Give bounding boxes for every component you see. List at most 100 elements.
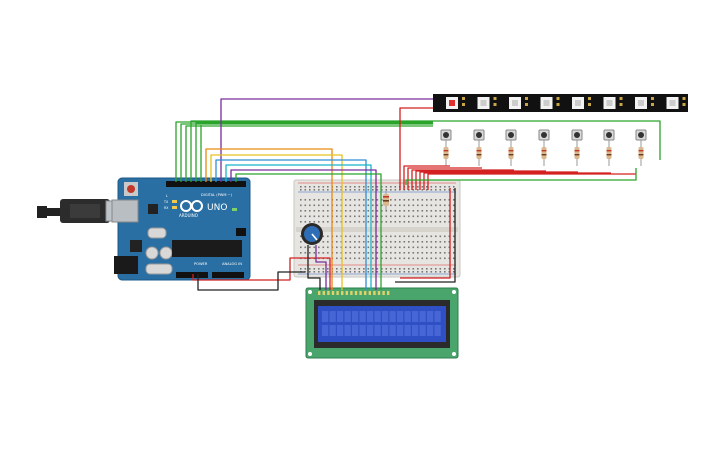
breadboard-hole[interactable]: [309, 246, 311, 249]
breadboard-hole[interactable]: [363, 246, 365, 249]
breadboard-hole[interactable]: [336, 199, 338, 201]
breadboard-hole[interactable]: [349, 186, 352, 188]
breadboard-hole[interactable]: [444, 189, 446, 191]
breadboard-hole[interactable]: [376, 204, 379, 207]
breadboard-hole[interactable]: [358, 252, 361, 254]
breadboard-hole[interactable]: [444, 241, 446, 243]
lcd-pin[interactable]: [331, 291, 335, 295]
breadboard-hole[interactable]: [403, 210, 406, 212]
breadboard-hole[interactable]: [408, 268, 410, 270]
breadboard-hole[interactable]: [412, 235, 415, 238]
breadboard-hole[interactable]: [327, 199, 329, 201]
breadboard-hole[interactable]: [412, 204, 415, 207]
breadboard-hole[interactable]: [363, 221, 365, 223]
breadboard-hole[interactable]: [444, 199, 446, 201]
breadboard-hole[interactable]: [309, 215, 311, 218]
lcd-pin[interactable]: [336, 291, 339, 295]
breadboard-hole[interactable]: [390, 210, 392, 212]
breadboard-hole[interactable]: [313, 215, 316, 218]
breadboard-hole[interactable]: [394, 189, 397, 191]
breadboard-hole[interactable]: [394, 235, 397, 238]
breadboard-hole[interactable]: [394, 210, 397, 212]
breadboard-hole[interactable]: [304, 268, 307, 270]
pushbutton-cap[interactable]: [476, 132, 482, 138]
breadboard-hole[interactable]: [372, 257, 374, 260]
breadboard-hole[interactable]: [367, 210, 370, 212]
pushbutton-cap[interactable]: [541, 132, 547, 138]
breadboard-hole[interactable]: [336, 215, 338, 218]
digital-header[interactable]: [166, 181, 246, 187]
breadboard-hole[interactable]: [381, 210, 383, 212]
breadboard-hole[interactable]: [408, 215, 410, 218]
breadboard-hole[interactable]: [309, 199, 311, 201]
lcd-pin[interactable]: [322, 291, 325, 295]
breadboard-hole[interactable]: [336, 246, 338, 249]
breadboard-hole[interactable]: [381, 268, 383, 270]
breadboard-hole[interactable]: [403, 199, 406, 201]
lcd-pin-header[interactable]: [318, 291, 390, 295]
breadboard-hole[interactable]: [367, 221, 370, 223]
breadboard-hole[interactable]: [313, 204, 316, 207]
breadboard-hole[interactable]: [430, 246, 433, 249]
breadboard-hole[interactable]: [313, 186, 316, 188]
breadboard-hole[interactable]: [376, 271, 379, 273]
breadboard-hole[interactable]: [448, 268, 451, 270]
breadboard-hole[interactable]: [394, 186, 397, 188]
breadboard-hole[interactable]: [408, 204, 410, 207]
breadboard-hole[interactable]: [430, 215, 433, 218]
breadboard-hole[interactable]: [345, 199, 347, 201]
breadboard-hole[interactable]: [394, 215, 397, 218]
breadboard-hole[interactable]: [412, 271, 415, 273]
breadboard-hole[interactable]: [300, 210, 302, 212]
breadboard-hole[interactable]: [309, 186, 311, 188]
breadboard-hole[interactable]: [435, 268, 437, 270]
breadboard-hole[interactable]: [444, 215, 446, 218]
breadboard-hole[interactable]: [345, 210, 347, 212]
breadboard-hole[interactable]: [345, 186, 347, 188]
breadboard-hole[interactable]: [448, 252, 451, 254]
breadboard-hole[interactable]: [390, 189, 392, 191]
breadboard-hole[interactable]: [318, 204, 320, 207]
wire-red[interactable]: [400, 188, 451, 279]
pushbutton-cap[interactable]: [443, 132, 449, 138]
breadboard-hole[interactable]: [376, 241, 379, 243]
breadboard-hole[interactable]: [367, 241, 370, 243]
breadboard-hole[interactable]: [426, 210, 428, 212]
breadboard-hole[interactable]: [417, 241, 419, 243]
lcd-pin[interactable]: [318, 291, 321, 295]
breadboard-hole[interactable]: [385, 215, 388, 218]
breadboard-hole[interactable]: [313, 189, 316, 191]
breadboard-hole[interactable]: [453, 241, 455, 243]
breadboard-hole[interactable]: [390, 246, 392, 249]
reset-button-cap[interactable]: [127, 185, 135, 193]
breadboard-hole[interactable]: [403, 252, 406, 254]
wire-red[interactable]: [411, 169, 514, 190]
breadboard-hole[interactable]: [408, 271, 410, 273]
breadboard-hole[interactable]: [439, 215, 442, 218]
breadboard-hole[interactable]: [354, 221, 356, 223]
breadboard-hole[interactable]: [412, 246, 415, 249]
breadboard-hole[interactable]: [385, 257, 388, 260]
breadboard-hole[interactable]: [376, 257, 379, 260]
breadboard-hole[interactable]: [453, 189, 455, 191]
breadboard-hole[interactable]: [390, 186, 392, 188]
breadboard-hole[interactable]: [340, 257, 343, 260]
breadboard-hole[interactable]: [300, 252, 302, 254]
breadboard-hole[interactable]: [327, 204, 329, 207]
breadboard-hole[interactable]: [448, 235, 451, 238]
breadboard-hole[interactable]: [435, 199, 437, 201]
wire-red[interactable]: [423, 172, 611, 190]
breadboard-hole[interactable]: [448, 271, 451, 273]
breadboard-hole[interactable]: [358, 241, 361, 243]
breadboard-hole[interactable]: [336, 189, 338, 191]
lcd-pin[interactable]: [382, 291, 385, 295]
breadboard-hole[interactable]: [345, 241, 347, 243]
breadboard-hole[interactable]: [426, 235, 428, 238]
breadboard-hole[interactable]: [300, 235, 302, 238]
breadboard-hole[interactable]: [439, 199, 442, 201]
breadboard-hole[interactable]: [430, 235, 433, 238]
breadboard-hole[interactable]: [322, 199, 325, 201]
breadboard-hole[interactable]: [309, 189, 311, 191]
breadboard-hole[interactable]: [390, 221, 392, 223]
lcd-pin[interactable]: [327, 291, 330, 295]
